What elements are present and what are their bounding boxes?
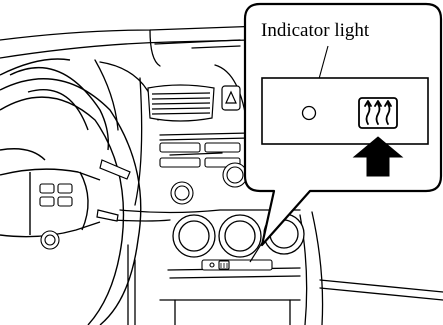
steering-wheel-buttons <box>40 184 72 249</box>
console-buttons <box>160 143 247 204</box>
indicator-light-label: Indicator light <box>261 20 370 41</box>
hazard-button <box>222 86 240 110</box>
indicator-light-icon <box>303 107 316 120</box>
bottom-switch-strip <box>202 260 272 270</box>
center-air-vent <box>148 85 214 121</box>
switch-panel <box>262 78 428 144</box>
wiper-stalk <box>97 160 130 221</box>
